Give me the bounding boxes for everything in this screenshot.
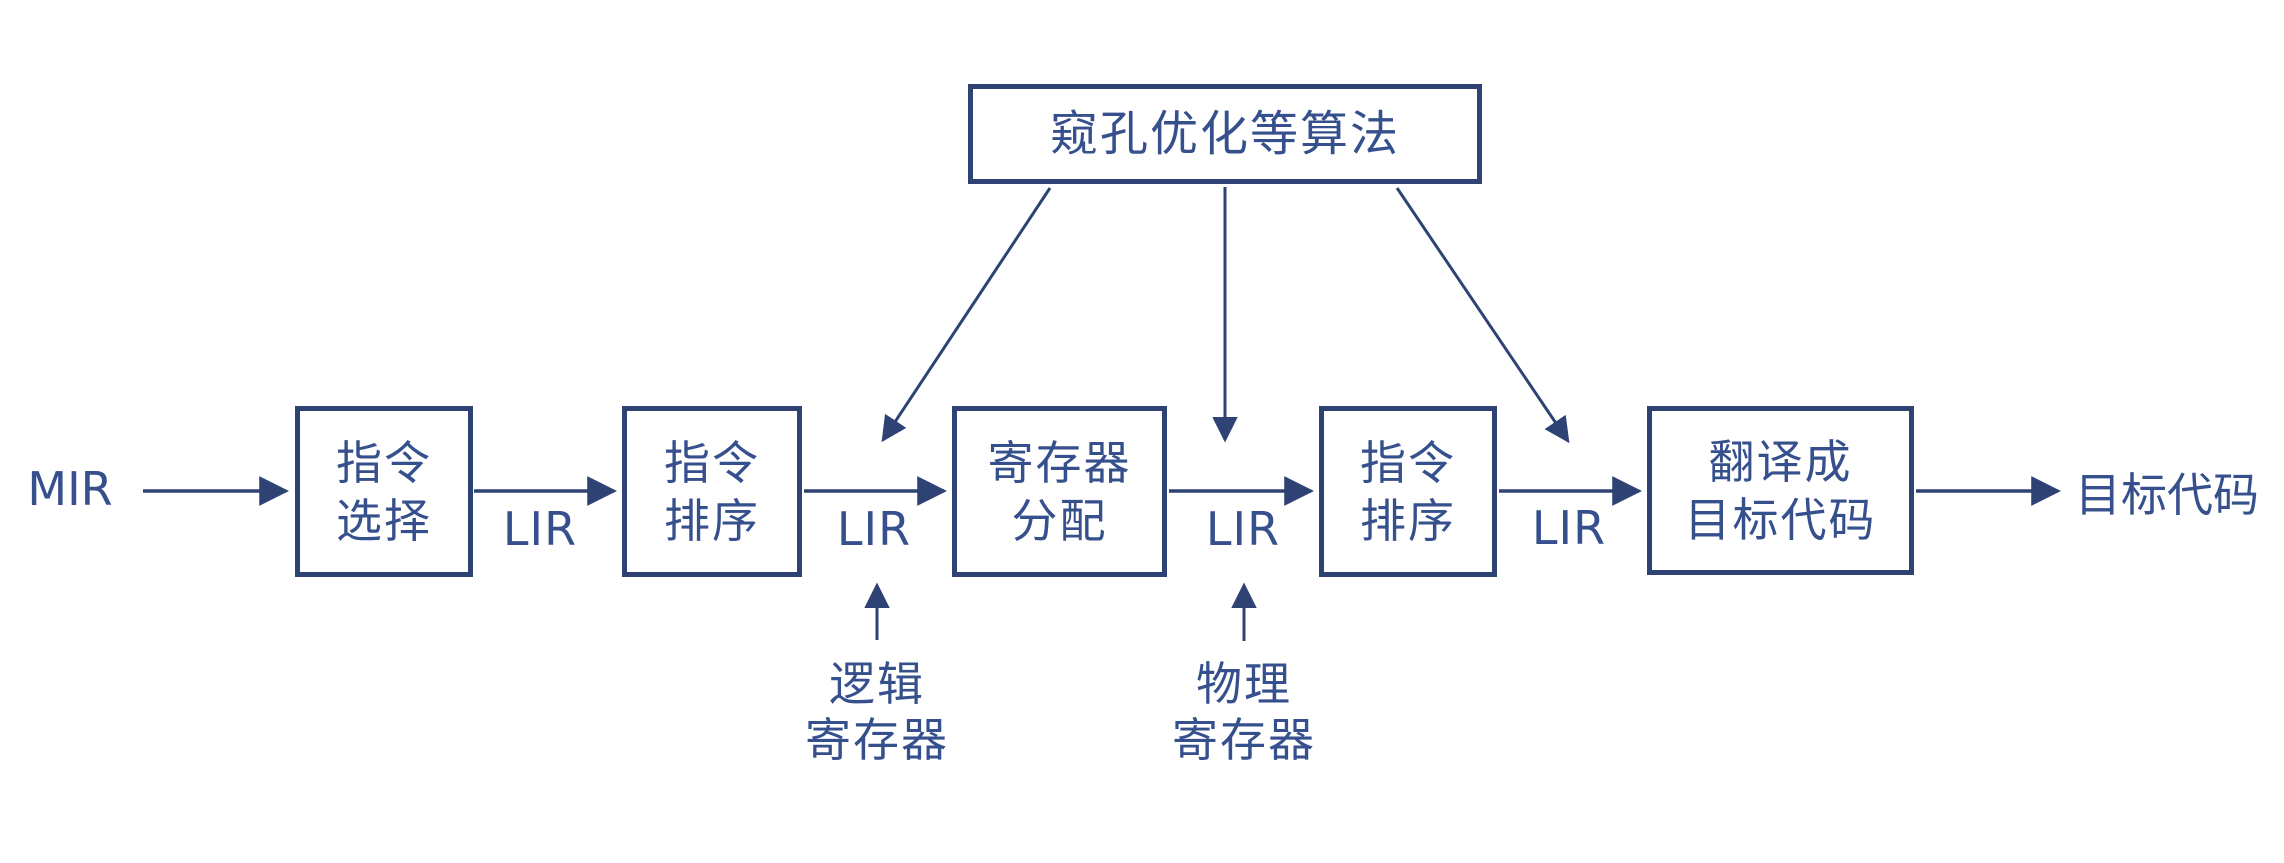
- annotation-line: 逻辑: [829, 657, 925, 711]
- stage-label-line: 选择: [336, 493, 432, 548]
- annotation-line: 寄存器: [805, 713, 949, 767]
- annotation-logical-registers: 逻辑 寄存器: [805, 656, 949, 768]
- arrow-peephole-to-lir4: [1395, 187, 1570, 444]
- stage-box-instruction-scheduling-2: 指令 排序: [1319, 406, 1497, 577]
- annotation-line: 寄存器: [1172, 713, 1316, 767]
- stage-label-line: 指令: [336, 435, 432, 490]
- peephole-optimization-box: 窥孔优化等算法: [968, 84, 1482, 184]
- stage-label-line: 寄存器: [987, 435, 1132, 490]
- stage-box-instruction-selection: 指令 选择: [295, 406, 473, 577]
- stage-label-line: 排序: [664, 493, 760, 548]
- input-label-mir: MIR: [27, 462, 113, 516]
- output-label-target-code: 目标代码: [2075, 468, 2259, 522]
- edge-label-lir-3: LIR: [1205, 502, 1281, 556]
- peephole-optimization-label: 窥孔优化等算法: [1049, 106, 1400, 162]
- stage-label-line: 指令: [664, 435, 760, 490]
- stage-label-line: 目标代码: [1684, 492, 1877, 547]
- stage-label-line: 翻译成: [1708, 434, 1853, 489]
- stage-box-translate-to-target-code: 翻译成 目标代码: [1647, 406, 1914, 575]
- stage-label-line: 排序: [1360, 493, 1456, 548]
- edge-label-lir-2: LIR: [836, 502, 912, 556]
- arrow-peephole-to-lir2: [881, 187, 1052, 443]
- stage-box-instruction-scheduling-1: 指令 排序: [622, 406, 802, 577]
- stage-box-register-allocation: 寄存器 分配: [952, 406, 1167, 577]
- edge-label-lir-1: LIR: [502, 502, 578, 556]
- edge-label-lir-4: LIR: [1531, 501, 1607, 555]
- annotation-physical-registers: 物理 寄存器: [1172, 656, 1316, 768]
- stage-label-line: 指令: [1360, 435, 1456, 490]
- stage-label-line: 分配: [1011, 493, 1108, 548]
- annotation-line: 物理: [1196, 657, 1292, 711]
